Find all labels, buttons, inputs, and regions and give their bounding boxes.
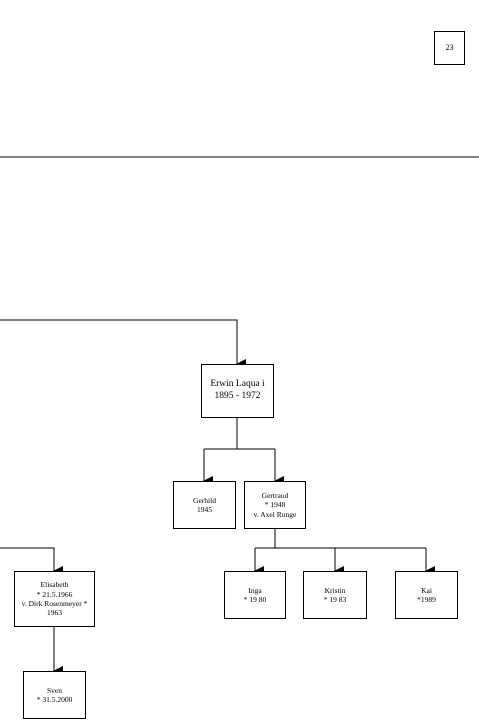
person-birth: * 31.5.2000 bbox=[36, 695, 73, 704]
person-box-gerhild: Gerhild 1945 bbox=[173, 481, 236, 529]
person-box-kristin: Kristin * 19 83 bbox=[303, 571, 367, 619]
person-name: Elisabeth bbox=[40, 580, 69, 590]
person-birth: * 19 83 bbox=[323, 595, 347, 604]
person-spouse-birth: 1963 bbox=[47, 608, 62, 618]
person-name: Sven bbox=[47, 685, 62, 695]
connector-to-elisabeth bbox=[0, 547, 63, 576]
person-birth: * 1948 bbox=[264, 500, 286, 510]
person-birth: * 19 80 bbox=[243, 595, 267, 604]
person-box-erwin: Erwin Laqua i 1895 - 1972 bbox=[201, 364, 274, 418]
person-name: Erwin Laqua i bbox=[210, 379, 265, 390]
person-box-gertraud: Gertraud * 1948 v. Axel Runge bbox=[244, 481, 306, 529]
person-box-inga: Inga * 19 80 bbox=[224, 571, 286, 619]
person-name: Inga bbox=[248, 585, 262, 595]
person-birth: *1989 bbox=[417, 595, 436, 604]
connector-gertraud-children bbox=[255, 529, 426, 549]
person-box-kai: Kai *1989 bbox=[395, 571, 458, 619]
page-number: 23 bbox=[445, 43, 454, 52]
person-box-elisabeth: Elisabeth * 21.5.1966 v. Dirk Rosenmeyer… bbox=[14, 571, 95, 627]
person-birth: * 21.5.1966 bbox=[36, 589, 73, 599]
person-box-sven: Sven * 31.5.2000 bbox=[23, 671, 86, 719]
page-number-box: 23 bbox=[434, 31, 465, 65]
person-name: Kai bbox=[421, 585, 432, 595]
person-birth: 1945 bbox=[197, 505, 212, 514]
person-years: 1895 - 1972 bbox=[214, 391, 261, 401]
connector-to-erwin bbox=[0, 319, 246, 369]
person-name: Gertraud bbox=[261, 490, 289, 500]
person-spouse: v. Dirk Rosenmeyer * bbox=[21, 599, 88, 608]
person-name: Gerhild bbox=[193, 495, 216, 505]
connector-erwin-children bbox=[203, 418, 276, 481]
person-name: Kristin bbox=[324, 585, 346, 595]
person-spouse: v. Axel Runge bbox=[253, 509, 297, 519]
